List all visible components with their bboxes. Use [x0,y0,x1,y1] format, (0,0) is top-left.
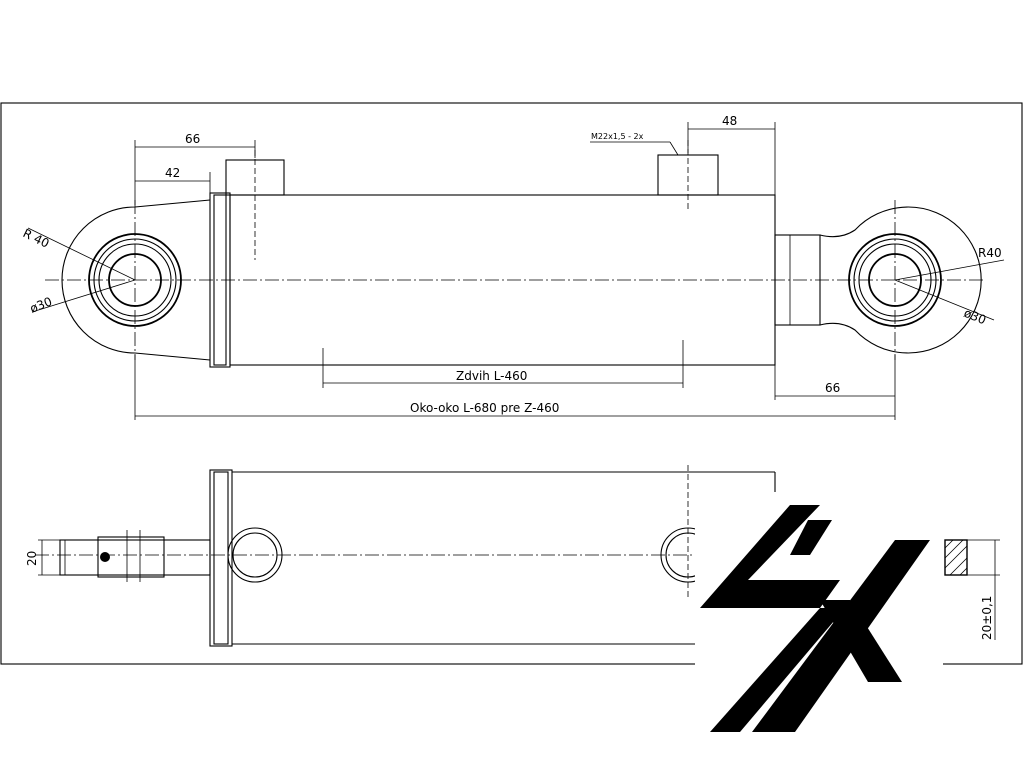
hatch [959,567,968,576]
hatch [944,539,954,549]
logo-x-diagonal [752,540,930,732]
left-eye-outline [61,199,211,361]
port-boss-left-inner [232,532,278,578]
dim-48: 48 [722,114,737,128]
eye-to-eye-label: Oko-oko L-680 pre Z-460 [410,401,559,415]
rod-pin-side [97,536,165,578]
right-eye-outline [819,206,982,354]
rod-end-side [59,539,211,576]
logo-s-upper [700,505,840,608]
bore-left-label: ø30 [28,294,54,315]
grease-nipple [100,552,110,562]
logo-slash [710,608,845,732]
rod-width-label: 20 [25,551,39,566]
top-view: 66 42 48 M22x1,5 - 2x R 40 ø30 R40 ø30 Z… [21,114,1005,420]
eye-width-label: 20±0,1 [980,596,994,640]
sx-logo [695,492,943,768]
bore-leader-left [31,279,136,313]
radius-leader-right [894,259,1005,281]
port-thread-label: M22x1,5 - 2x [591,132,644,141]
dim-66-left: 66 [185,132,200,146]
radius-right-label: R40 [978,246,1002,260]
dim-42: 42 [165,166,180,180]
port-boss-left [227,527,283,583]
thread-leader-tip [669,141,679,156]
logo-x-stroke2 [820,600,902,682]
radius-left-label: R 40 [21,226,52,251]
end-cap-inner [213,194,227,366]
rod-neck [774,234,821,326]
end-cap-side-inner [213,471,229,645]
end-cap-side [209,469,233,647]
stroke-label: Zdvih L-460 [456,369,527,383]
dim-66-right: 66 [825,381,840,395]
hatch [949,557,968,576]
bore-right-label: ø30 [962,306,988,327]
bore-leader-right [894,279,995,321]
hatch [944,545,968,569]
hatch [944,539,964,559]
drawing-frame [0,102,1023,665]
radius-leader-left [27,227,136,281]
logo-s-lower [790,520,832,555]
